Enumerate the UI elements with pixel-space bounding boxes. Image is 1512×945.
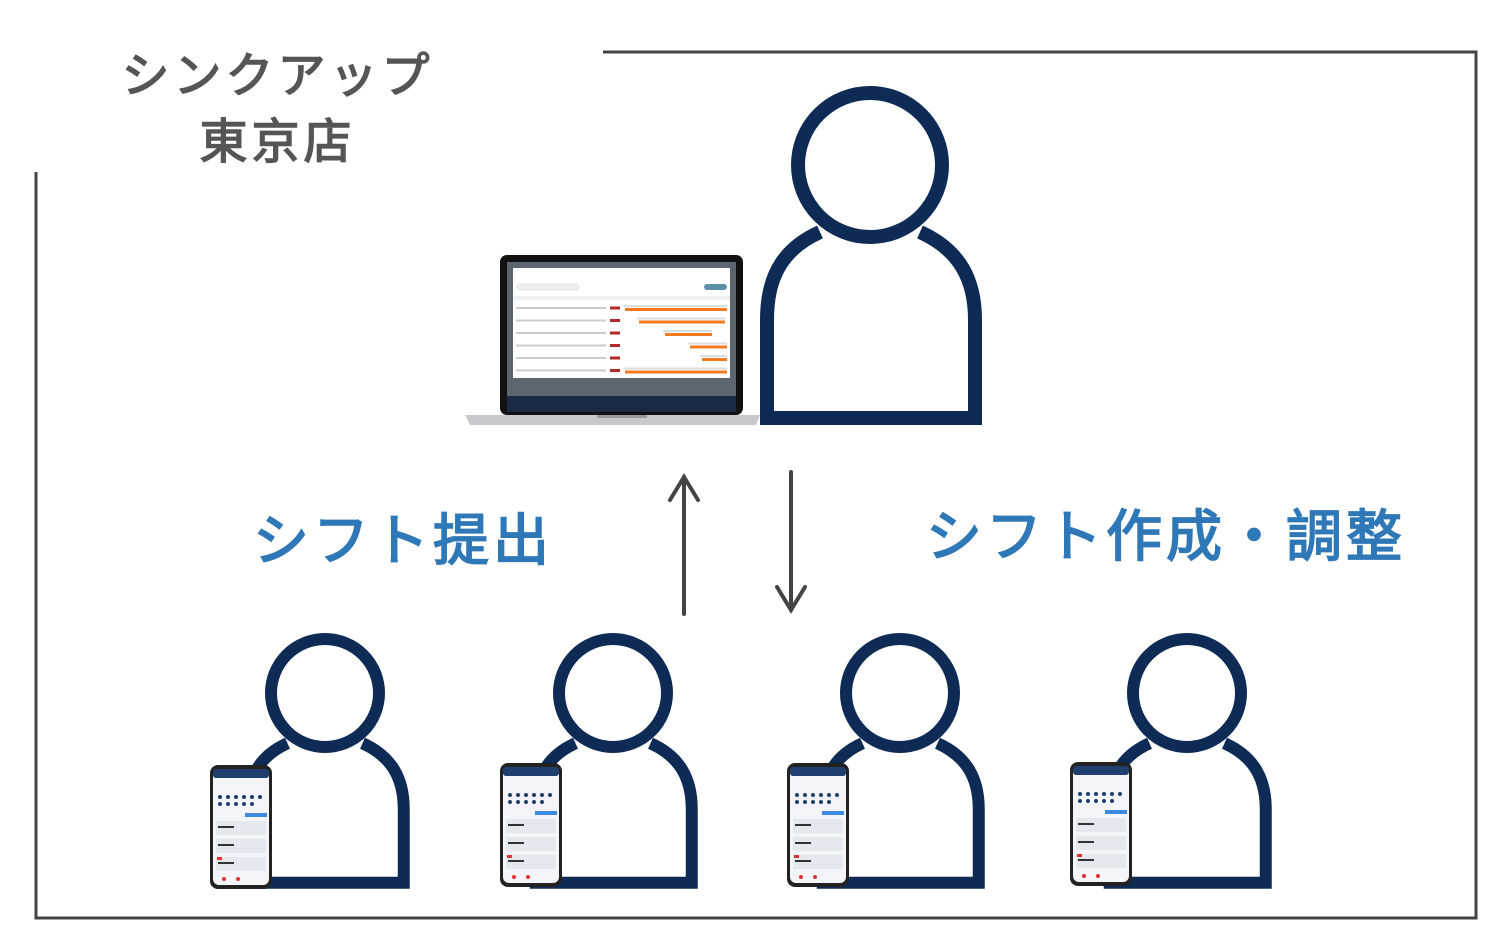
screen-row-mark xyxy=(516,319,606,322)
smartphone-icon xyxy=(210,765,272,889)
store-name: シンクアップ xyxy=(121,48,434,104)
screen-row-mark xyxy=(516,344,606,347)
staff-1 xyxy=(210,638,405,889)
smartphone-icon xyxy=(500,763,562,887)
arrow-down-icon xyxy=(775,470,807,614)
staff-4 xyxy=(1070,638,1267,886)
smartphone-icon xyxy=(787,763,849,887)
screen-row-mark xyxy=(665,333,712,336)
screen-row-mark xyxy=(702,358,727,361)
manager-person-icon xyxy=(766,92,976,419)
shift-submit-label: シフト提出 xyxy=(253,509,553,574)
arrow-up-icon xyxy=(668,473,700,616)
screen-row-mark xyxy=(516,307,606,309)
screen-row-mark xyxy=(610,319,620,322)
screen-row-mark xyxy=(625,370,727,374)
screen-row-mark xyxy=(610,306,620,310)
screen-row-mark xyxy=(516,332,606,334)
laptop-icon xyxy=(465,255,760,425)
smartphone-icon xyxy=(1070,762,1132,886)
screen-row-mark xyxy=(688,342,727,345)
screen-row-mark xyxy=(639,320,725,324)
store-branch: 東京店 xyxy=(199,114,356,170)
screen-row-mark xyxy=(610,369,620,372)
screen-row-mark xyxy=(610,331,620,335)
screen-row-mark xyxy=(610,356,620,360)
screen-row-mark xyxy=(516,369,606,372)
screen-row-mark xyxy=(610,344,620,347)
screen-row-mark xyxy=(663,330,712,332)
store-frame xyxy=(34,50,1478,920)
screen-row-mark xyxy=(637,317,725,320)
screen-row-mark xyxy=(516,357,606,359)
shift-create-label: シフト作成・調整 xyxy=(926,505,1406,570)
staff-person-icon xyxy=(1109,638,1267,884)
staff-2 xyxy=(500,638,693,887)
screen-row-mark xyxy=(700,355,727,357)
screen-row-mark xyxy=(623,367,727,370)
screen-row-mark xyxy=(625,308,727,311)
screen-row-mark xyxy=(690,345,727,349)
staff-3 xyxy=(787,638,980,887)
screen-row-mark xyxy=(623,305,727,307)
